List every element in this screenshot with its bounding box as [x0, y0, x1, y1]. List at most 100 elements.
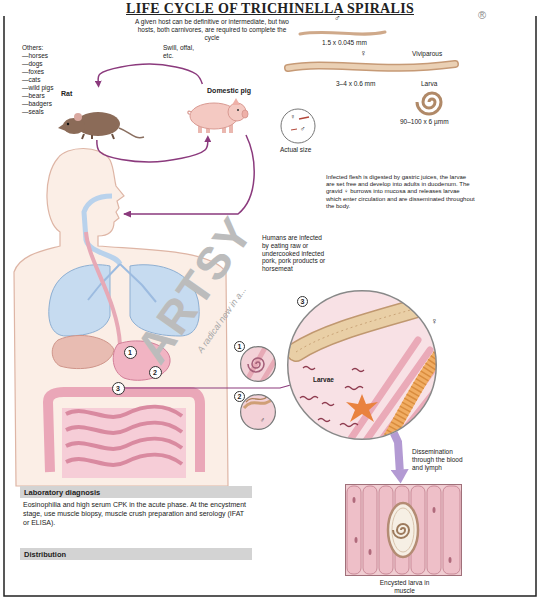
- host-rat: Rat: [57, 88, 123, 140]
- muscle-illustration: [355, 537, 358, 543]
- human-body: [86, 232, 120, 345]
- mucosa-illustration: [318, 419, 330, 422]
- mucosa-illustration: [287, 290, 455, 445]
- sex-symbol: ♀: [290, 113, 295, 121]
- circle-outline: [240, 394, 276, 430]
- list-item: —foxes: [22, 68, 44, 76]
- actual-size-circle: [281, 109, 315, 143]
- pig-figure: [237, 109, 239, 111]
- mucosa-illustration: [346, 394, 378, 422]
- caption: Encysted larva in muscle: [372, 579, 437, 595]
- muscle-illustration: [388, 503, 418, 557]
- circle-outline: [241, 395, 276, 430]
- pig-figure: [188, 98, 248, 133]
- part-label: Viviparous: [412, 50, 442, 58]
- actual-size-circle: [291, 129, 297, 130]
- cycle-arrow: [125, 385, 290, 388]
- mucosa-illustration: [296, 300, 445, 352]
- circle-outline: [288, 291, 437, 440]
- rat-figure: [58, 112, 144, 139]
- sex-symbol: ♂: [334, 13, 341, 24]
- list-item: —wild pigs: [22, 84, 53, 92]
- circle-outline: [241, 347, 276, 382]
- mucosa-illustration: [350, 340, 418, 440]
- part-label: Larva: [421, 80, 437, 88]
- mucosa-illustration: [296, 300, 445, 352]
- worm-drawing: [288, 32, 455, 114]
- zoom-larva: [248, 358, 264, 372]
- part-label: Larvae: [313, 376, 334, 384]
- magnified-view: 3 ♀ Larvae: [287, 290, 437, 440]
- circle-outline: [112, 382, 124, 394]
- section-heading: Distribution: [20, 548, 252, 560]
- worm-drawing: [300, 32, 385, 34]
- worm-drawing: [417, 93, 441, 114]
- callout-circle: 2: [149, 366, 162, 379]
- callout-number: 3: [112, 382, 125, 395]
- sex-symbol: ♂: [300, 125, 305, 133]
- section-heading: Laboratory diagnosis: [20, 486, 252, 498]
- mucosa-illustration: [296, 300, 445, 352]
- list-item: —dogs: [22, 60, 43, 68]
- rat-figure: [67, 123, 69, 125]
- muscle-panel: Encysted larva in muscle: [345, 484, 462, 576]
- callout-number: 2: [234, 391, 245, 402]
- mucosa-illustration: [352, 369, 364, 372]
- human-body: [62, 408, 186, 478]
- page-title: LIFE CYCLE OF TRICHINELLA SPIRALIS: [0, 1, 540, 18]
- muscle-illustration: [347, 486, 361, 574]
- actual-size-circle: [281, 109, 315, 143]
- zoom-adults: [240, 394, 276, 430]
- dimension: 90–100 x 6 µmm: [400, 118, 449, 126]
- callout-circle: 1: [124, 346, 137, 359]
- section-text: Eosinophilia and high serum CPK in the a…: [20, 498, 252, 527]
- mucosa-illustration: [345, 387, 363, 390]
- list-item: —horses: [22, 52, 48, 60]
- human-body: [66, 407, 182, 465]
- zoom-adults: [240, 394, 276, 430]
- note-text: Infected flesh is digested by gastric ju…: [326, 174, 476, 210]
- rat-figure: [58, 123, 66, 131]
- muscle-illustration: [353, 497, 452, 563]
- pig-figure: [232, 98, 240, 105]
- muscle-illustration: [392, 508, 414, 552]
- connector-label: Swill, offal, etc.: [163, 44, 195, 60]
- infection-route-arrow: [124, 135, 254, 214]
- note-text: A given host can be definitive or interm…: [132, 18, 292, 41]
- circle-outline: [149, 366, 161, 378]
- callout-number: 3: [297, 296, 308, 307]
- muscle-illustration: [449, 557, 452, 563]
- list-item: —seals: [22, 108, 44, 116]
- infection-route-arrow: [124, 135, 254, 214]
- host-name: Rat: [61, 90, 72, 98]
- muscle-illustration: [369, 549, 372, 555]
- page-frame: [4, 16, 536, 596]
- human-body: [66, 439, 182, 449]
- dimension: 3–4 x 0.6 mm: [336, 80, 375, 88]
- muscle-illustration: [345, 484, 462, 576]
- zoom-circle: 1: [240, 346, 276, 382]
- sex-symbol: ♀: [431, 316, 438, 327]
- info-panel: Laboratory diagnosisEosinophilia and hig…: [20, 486, 252, 527]
- human-body: [66, 455, 182, 465]
- list-item: —bears: [22, 92, 45, 100]
- muscle-illustration: [345, 484, 462, 576]
- mucosa-illustration: [303, 367, 315, 370]
- zoom-larva: [240, 346, 280, 382]
- human-body: [52, 335, 114, 368]
- rat-figure: [74, 113, 82, 121]
- sex-symbol: ♂: [260, 416, 265, 424]
- circle-outline: [287, 290, 437, 440]
- cycle-arrow: [97, 140, 208, 162]
- mucosa-illustration: [385, 340, 450, 445]
- human-body: [66, 407, 182, 417]
- muscle-illustration: [363, 486, 377, 574]
- muscle-illustration: [427, 486, 441, 574]
- muscle-illustration: [433, 507, 436, 513]
- list-item: —badgers: [22, 100, 52, 108]
- rat-figure: [63, 118, 85, 134]
- dimension: 1.5 x 0.045 mm: [322, 39, 367, 47]
- muscle-illustration: [393, 524, 409, 538]
- mucosa-illustration: [322, 403, 334, 406]
- info-panel: Distribution: [20, 548, 252, 560]
